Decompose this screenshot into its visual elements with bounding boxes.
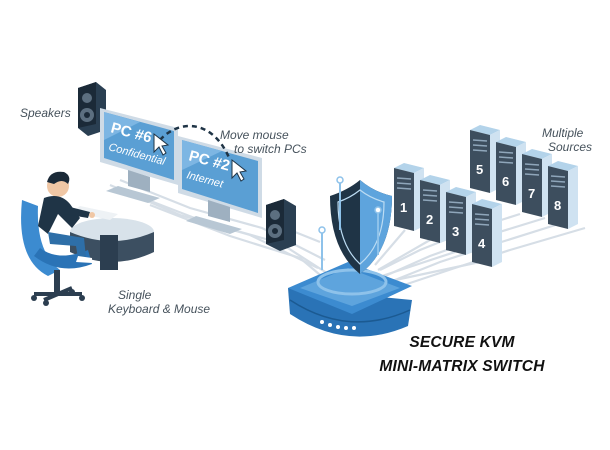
label-multiple-sources-line1: Multiple [542, 126, 584, 140]
server-tower: 5 [470, 125, 500, 193]
desk [70, 206, 154, 270]
product-title: SECURE KVM MINI-MATRIX SWITCH [352, 334, 572, 376]
mouse-path [153, 124, 248, 182]
label-single-keyboard-line2: Keyboard & Mouse [108, 302, 211, 316]
server-number-label: 6 [502, 174, 509, 189]
person-at-desk [38, 171, 95, 263]
server-tower: 3 [446, 187, 476, 255]
server-number-label: 3 [452, 224, 459, 239]
server-number-label: 2 [426, 212, 433, 227]
label-multiple-sources-line2: Sources [548, 140, 593, 154]
label-multiple-sources: Multiple Sources [542, 126, 592, 154]
label-speakers: Speakers [20, 106, 71, 120]
server-tower: 6 [496, 137, 526, 205]
server-number-label: 4 [478, 236, 486, 251]
shield-icon [318, 176, 392, 274]
label-move-mouse: Move mouse to switch PCs [220, 128, 307, 156]
speaker-right [266, 199, 296, 251]
label-single-keyboard-line1: Single [118, 288, 152, 302]
server-number-label: 7 [528, 186, 535, 201]
server-tower: 8 [548, 161, 578, 229]
label-single-keyboard: Single Keyboard & Mouse [108, 288, 210, 316]
speaker-left [78, 82, 106, 136]
server-tower: 2 [420, 175, 450, 243]
server-tower: 7 [522, 149, 552, 217]
server-number-label: 1 [400, 200, 407, 215]
server-tower: 1 [394, 163, 424, 231]
server-tower: 4 [472, 199, 502, 267]
server-group: 5 6 7 8 1 2 3 4 [394, 125, 578, 267]
product-title-line1: SECURE KVM [409, 334, 515, 351]
product-title-line2: MINI-MATRIX SWITCH [379, 358, 545, 375]
server-number-label: 5 [476, 162, 483, 177]
monitor-pc6 [100, 108, 178, 203]
label-move-mouse-line2: to switch PCs [234, 142, 307, 156]
monitor-pc2 [178, 136, 262, 234]
office-chair [21, 200, 92, 306]
label-move-mouse-line1: Move mouse [220, 128, 289, 142]
server-number-label: 8 [554, 198, 561, 213]
kvm-switch [288, 262, 412, 337]
